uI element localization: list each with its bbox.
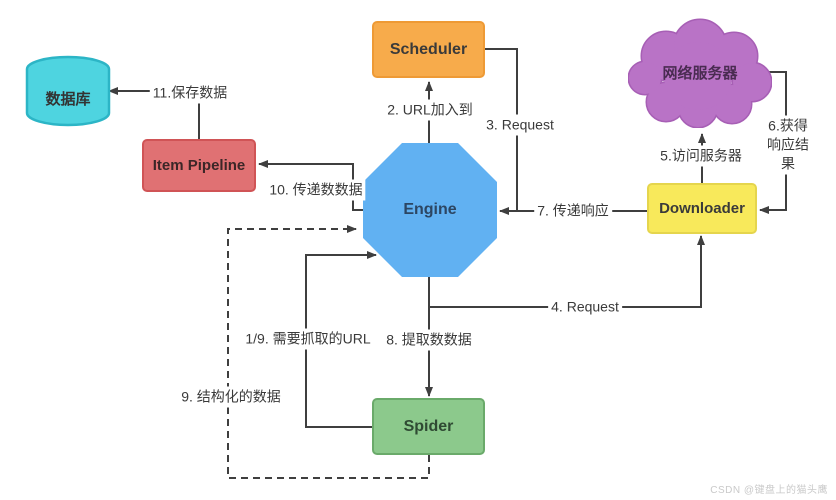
- web-server-node: 网络服务器: [628, 16, 772, 128]
- database-node: 数据库: [25, 55, 111, 127]
- edge-4-request-line: [429, 235, 705, 308]
- scheduler-label: Scheduler: [389, 40, 468, 58]
- edge-label-7-pass-response: 7. 传递响应: [534, 200, 612, 222]
- downloader-node: Downloader: [647, 183, 757, 234]
- edge-label-9-structured-data: 9. 结构化的数据: [178, 386, 284, 408]
- database-cylinder-icon: [25, 55, 111, 127]
- scheduler-node: Scheduler: [372, 21, 485, 78]
- item-pipeline-label: Item Pipeline: [152, 157, 246, 174]
- engine-label: Engine: [403, 201, 457, 218]
- edge-9-structured-data-line: [227, 225, 430, 479]
- cloud-icon: [628, 18, 772, 128]
- item-pipeline-node: Item Pipeline: [142, 139, 256, 192]
- csdn-watermark: CSDN @键盘上的猫头鹰: [710, 485, 828, 496]
- downloader-label: Downloader: [659, 200, 745, 217]
- edge-label-4-request: 4. Request: [548, 296, 622, 318]
- spider-node: Spider: [372, 398, 485, 455]
- edge-label-6-get-response: 6.获得 响应结果: [764, 115, 812, 175]
- edge-label-1-9-urls-to-crawl: 1/9. 需要抓取的URL: [242, 328, 374, 350]
- edge-label-11-save-data: 11.保存数据: [149, 82, 231, 104]
- database-label: 数据库: [45, 90, 91, 108]
- engine-node: Engine: [363, 143, 497, 277]
- edge-label-3-request: 3. Request: [483, 114, 557, 136]
- edge-label-10-pass-data: 10. 传递数数据: [266, 179, 366, 201]
- edge-3-request-line: [485, 48, 518, 211]
- edge-label-5-visit-server: 5.访问服务器: [657, 145, 745, 167]
- edge-label-2-url-added: 2. URL加入到: [384, 99, 476, 121]
- spider-label: Spider: [403, 417, 454, 435]
- web-server-label: 网络服务器: [662, 64, 738, 82]
- edge-label-8-extract-data: 8. 提取数数据: [383, 329, 475, 351]
